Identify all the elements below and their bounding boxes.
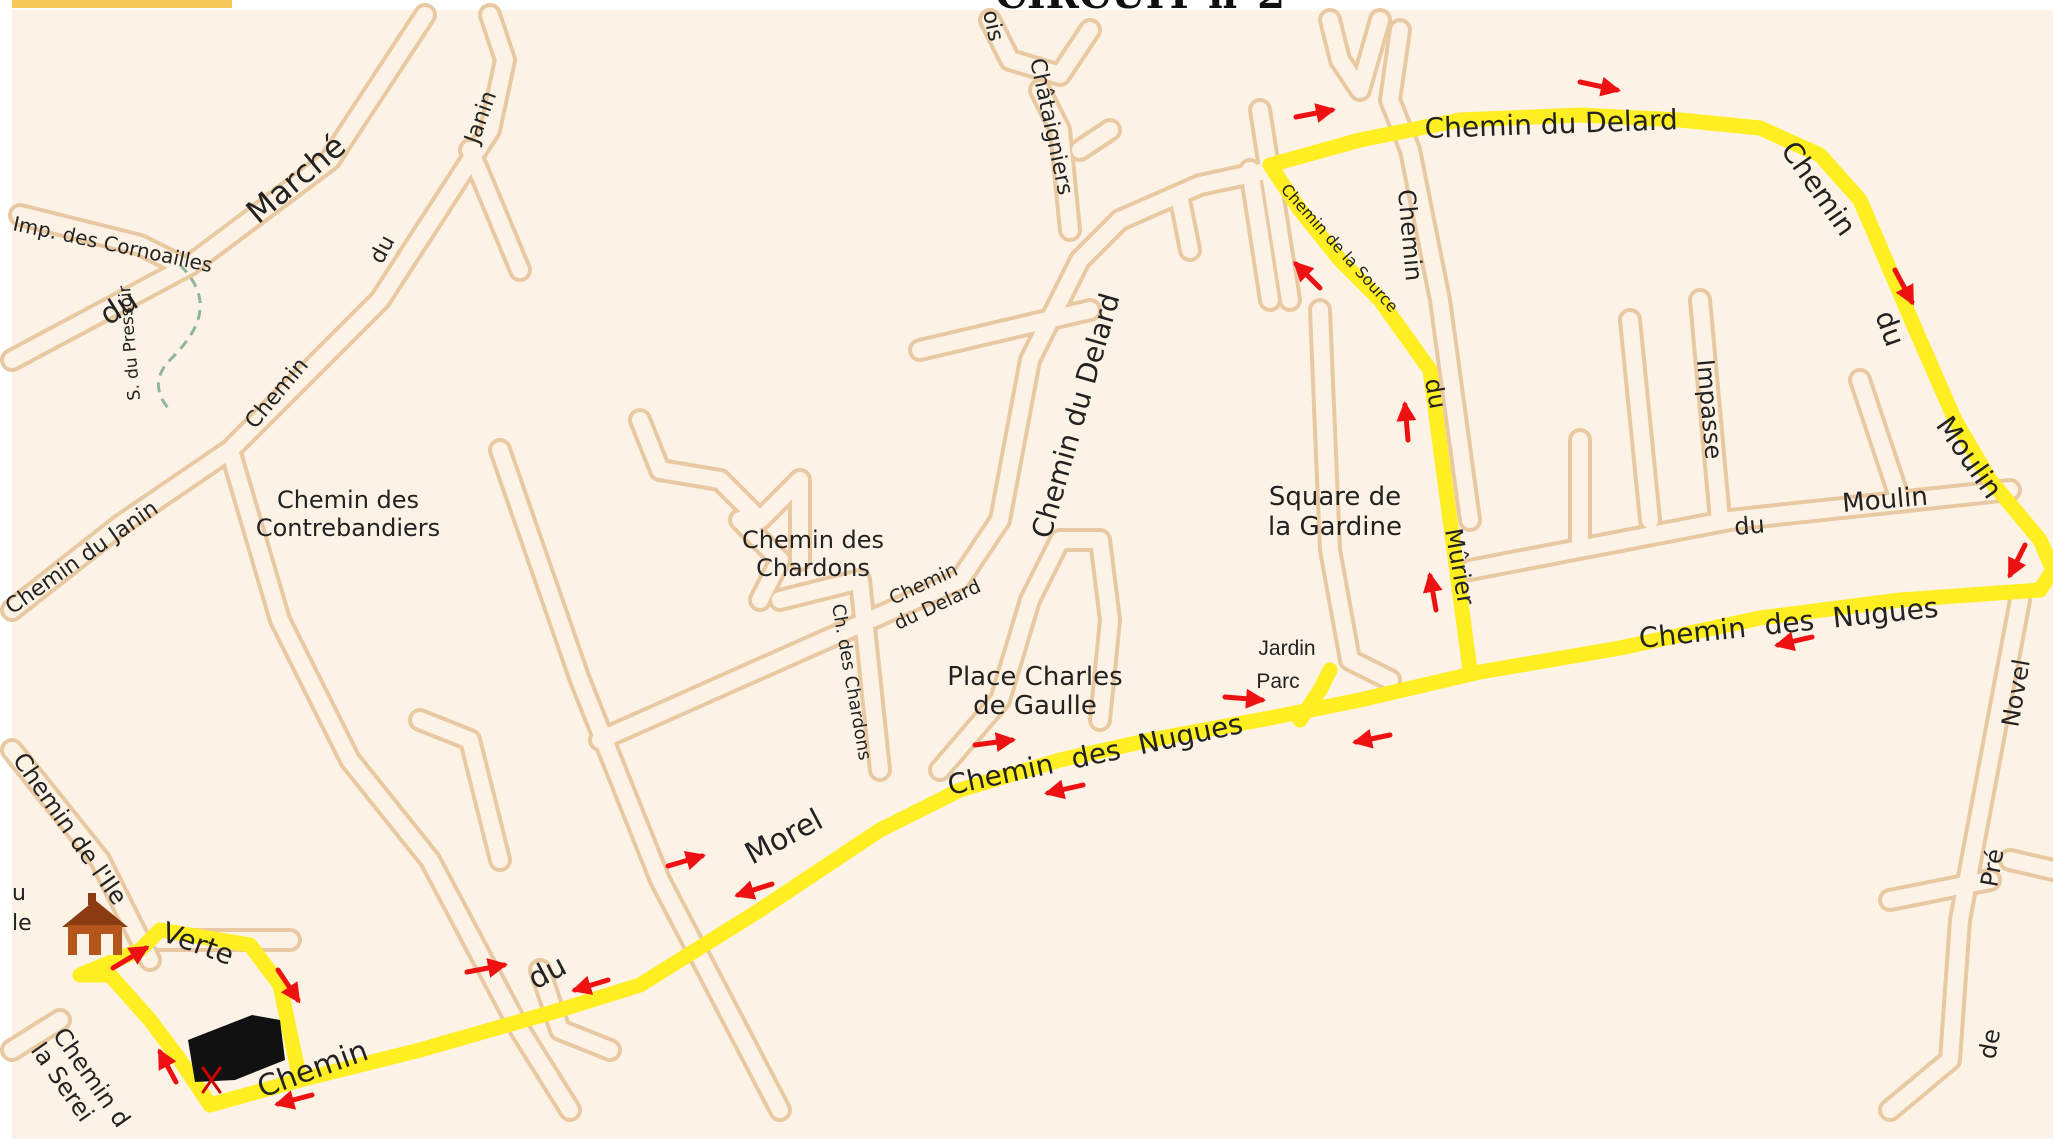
street-label: Chemin des: [742, 526, 884, 554]
footpath: [156, 263, 202, 412]
arrow-icon: [571, 975, 611, 995]
place-label: Parc: [1256, 670, 1299, 693]
arrow-icon: [1422, 572, 1443, 613]
map-title: CIRCUIT n°2: [995, 0, 1285, 18]
direction-arrows: [110, 76, 2028, 1110]
place-label: Place Charles: [947, 662, 1122, 692]
street-label: Pré: [1975, 847, 2009, 889]
title-strip: [0, 0, 2053, 10]
left-margin: [0, 0, 12, 1139]
accent-bar: [12, 0, 232, 8]
arrow-icon: [1396, 401, 1417, 443]
street-label: du: [1419, 376, 1452, 411]
street-label: Chardons: [756, 554, 870, 582]
arrow-icon: [1293, 103, 1336, 123]
arrow-icon: [157, 1048, 179, 1085]
road-fill-layer: [4, 7, 2053, 1118]
street-label: Contrebandiers: [256, 514, 440, 542]
arrow-icon: [275, 967, 301, 1004]
place-label: la Gardine: [1268, 512, 1402, 542]
arrow-icon: [1892, 267, 1915, 306]
arrow-icon: [274, 1090, 315, 1110]
arrow-icon: [1352, 728, 1393, 749]
arrow-icon: [1044, 779, 1086, 800]
arrow-icon: [1222, 688, 1266, 709]
house-icon[interactable]: [62, 893, 128, 955]
place-label: Square de: [1269, 482, 1401, 512]
street-label: du: [1733, 510, 1766, 541]
street-label: le: [12, 911, 32, 936]
arrow-icon: [2007, 542, 2028, 579]
arrow-icon: [972, 732, 1016, 753]
street-label: u: [12, 881, 26, 906]
arrow-icon: [734, 880, 775, 900]
street-label: Chemin des: [277, 486, 419, 514]
x-marker-icon[interactable]: [201, 1066, 222, 1094]
circuit-route[interactable]: [72, 107, 2053, 1113]
street-label: de: [1973, 1027, 2006, 1061]
arrow-icon: [1577, 76, 1621, 97]
arrow-icon: [1774, 631, 1815, 652]
arrow-icon: [464, 958, 508, 978]
arrow-icon: [1293, 261, 1323, 291]
start-building: [188, 1015, 285, 1082]
place-label: de Gaulle: [973, 691, 1097, 721]
arrow-icon: [665, 850, 706, 871]
street-label: Moulin: [1841, 482, 1929, 519]
place-label: Jardin: [1258, 637, 1315, 660]
arrow-icon: [110, 945, 150, 971]
